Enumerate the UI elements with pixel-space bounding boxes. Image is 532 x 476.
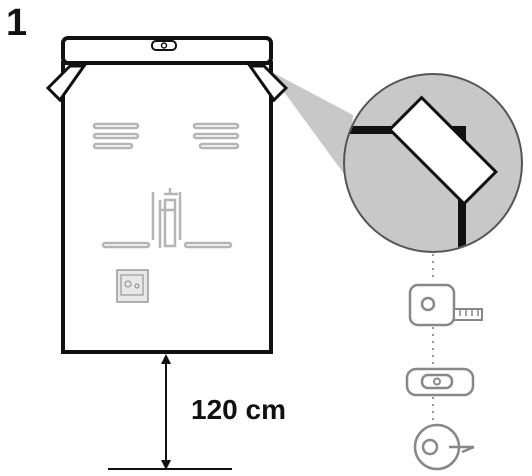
spirit-level-icon <box>405 367 475 397</box>
label-sticker <box>116 269 149 303</box>
appliance-panel <box>61 61 273 354</box>
zoom-template-corner <box>387 95 498 206</box>
tape-measure-icon <box>408 283 483 327</box>
mounting-template-bar <box>61 36 273 65</box>
vent-lines-left <box>92 122 140 150</box>
height-dimension-arrow <box>108 354 232 470</box>
bubble-level-icon <box>151 40 177 51</box>
distance-label: 120 cm <box>191 394 286 425</box>
step-number: 1 <box>6 2 28 44</box>
zoom-panel-corner <box>345 126 466 251</box>
template-corner-tabs <box>45 64 289 103</box>
zoom-callout <box>268 70 523 253</box>
adhesive-tape-icon <box>413 423 475 471</box>
zoom-beam <box>268 70 353 178</box>
vent-lines-right <box>192 122 240 150</box>
mount-markings <box>101 188 233 249</box>
